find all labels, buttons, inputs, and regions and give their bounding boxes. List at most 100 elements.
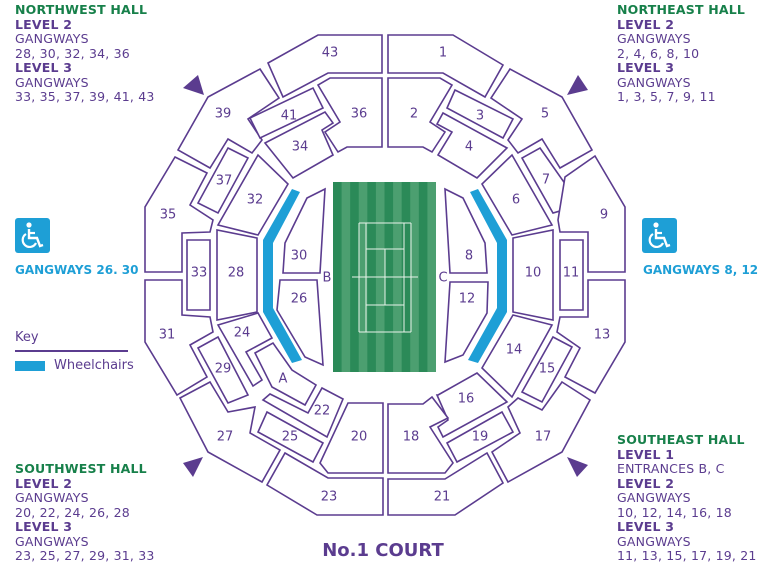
section-4[interactable]: 4	[435, 111, 509, 180]
section-15[interactable]: 15	[520, 335, 574, 404]
section-outline	[263, 110, 335, 180]
section-26[interactable]: 26	[276, 279, 324, 367]
section-41[interactable]: 41	[248, 86, 325, 140]
section-a[interactable]: A	[253, 341, 318, 407]
section-outline	[512, 229, 554, 321]
section-8[interactable]: 8	[444, 187, 488, 274]
section-outline	[387, 451, 505, 516]
section-label: 33	[191, 266, 208, 281]
section-outline	[557, 154, 626, 273]
section-9[interactable]: 9	[557, 154, 626, 273]
level-heading: LEVEL 3	[15, 60, 73, 75]
court-stripe	[427, 182, 436, 372]
level-heading: LEVEL 2	[15, 16, 73, 32]
section-24[interactable]: 24	[216, 312, 274, 388]
section-label: 10	[525, 266, 542, 281]
section-13[interactable]: 13	[556, 279, 626, 395]
section-outline	[387, 34, 505, 99]
section-label: 15	[539, 362, 556, 377]
section-1[interactable]: 1	[387, 34, 505, 99]
section-label: 21	[434, 490, 451, 505]
section-3[interactable]: 3	[445, 88, 515, 140]
hall-title: NORTHEAST HALL	[617, 2, 746, 17]
section-outline	[216, 312, 274, 388]
section-5[interactable]: 5	[489, 67, 594, 170]
section-28[interactable]: 28	[216, 229, 258, 321]
section-43[interactable]: 43	[266, 34, 383, 99]
section-outline	[265, 451, 384, 516]
section-outline	[144, 279, 214, 397]
section-outline	[266, 34, 383, 99]
hall-detail: 1, 3, 5, 7, 9, 11	[617, 89, 716, 104]
section-2[interactable]: 2	[387, 77, 454, 154]
hall-detail: 2, 4, 6, 8, 10	[617, 45, 700, 61]
section-outline	[444, 187, 488, 274]
section-outline	[520, 335, 574, 404]
hall-title: SOUTHEAST HALL	[617, 432, 745, 447]
hall-detail: 20, 22, 24, 26, 28	[15, 504, 130, 520]
section-17[interactable]: 17	[490, 380, 592, 484]
section-39[interactable]: 39	[176, 67, 281, 170]
section-16[interactable]: 16	[435, 372, 509, 439]
section-outline	[387, 77, 454, 154]
section-25[interactable]: 25	[256, 410, 325, 464]
section-19[interactable]: 19	[445, 410, 515, 464]
entrance-label-c: C	[438, 271, 447, 286]
wheelchair-icon	[642, 218, 677, 253]
wheelchair-swatch	[15, 361, 45, 371]
section-22[interactable]: 22	[261, 386, 345, 439]
section-35[interactable]: 35	[144, 155, 214, 273]
section-label: 11	[563, 266, 580, 281]
section-label: 22	[314, 404, 331, 419]
section-label: 36	[351, 107, 368, 122]
section-30[interactable]: 30	[282, 187, 326, 274]
level-heading: LEVEL 2	[617, 16, 675, 32]
section-29[interactable]: 29	[196, 335, 250, 405]
section-10[interactable]: 10	[512, 229, 554, 321]
section-23[interactable]: 23	[265, 451, 384, 516]
section-label: 7	[542, 173, 550, 188]
section-label: 18	[403, 430, 420, 445]
section-label: 41	[281, 109, 298, 124]
section-36[interactable]: 36	[316, 77, 383, 154]
entrance-arrow-icon	[567, 75, 588, 95]
section-6[interactable]: 6	[480, 153, 554, 236]
section-label: 13	[594, 328, 611, 343]
section-33[interactable]: 33	[186, 239, 211, 311]
section-outline	[445, 88, 515, 140]
section-outline	[276, 279, 324, 367]
hall-detail: GANGWAYS	[15, 31, 89, 46]
section-27[interactable]: 27	[178, 380, 282, 484]
section-14[interactable]: 14	[480, 314, 554, 399]
section-12[interactable]: 12	[444, 281, 489, 364]
section-37[interactable]: 37	[196, 146, 250, 215]
section-label: 39	[215, 107, 232, 122]
section-31[interactable]: 31	[144, 279, 214, 397]
section-outline	[435, 372, 509, 439]
page-title: No.1 COURT	[322, 540, 444, 561]
section-20[interactable]: 20	[319, 402, 384, 474]
section-outline	[282, 187, 326, 274]
section-label: 14	[506, 343, 523, 358]
entrance-arrow-icon	[183, 75, 204, 95]
section-label: 19	[472, 430, 489, 445]
section-label: 16	[458, 392, 475, 407]
section-34[interactable]: 34	[263, 110, 335, 180]
section-label: 6	[512, 193, 520, 208]
section-outline	[178, 380, 282, 484]
section-32[interactable]: 32	[216, 153, 290, 236]
section-outline	[186, 239, 211, 311]
hall-detail: GANGWAYS	[617, 533, 691, 549]
section-outline	[253, 341, 318, 407]
section-outline	[559, 239, 584, 311]
section-21[interactable]: 21	[387, 451, 505, 516]
wheelchair-area-west	[263, 189, 302, 363]
section-11[interactable]: 11	[559, 239, 584, 311]
section-label: 25	[282, 430, 299, 445]
level-heading: LEVEL 2	[617, 475, 675, 491]
section-label: 31	[159, 328, 176, 343]
hall-detail: GANGWAYS	[15, 74, 89, 90]
section-18[interactable]: 18	[387, 395, 454, 474]
